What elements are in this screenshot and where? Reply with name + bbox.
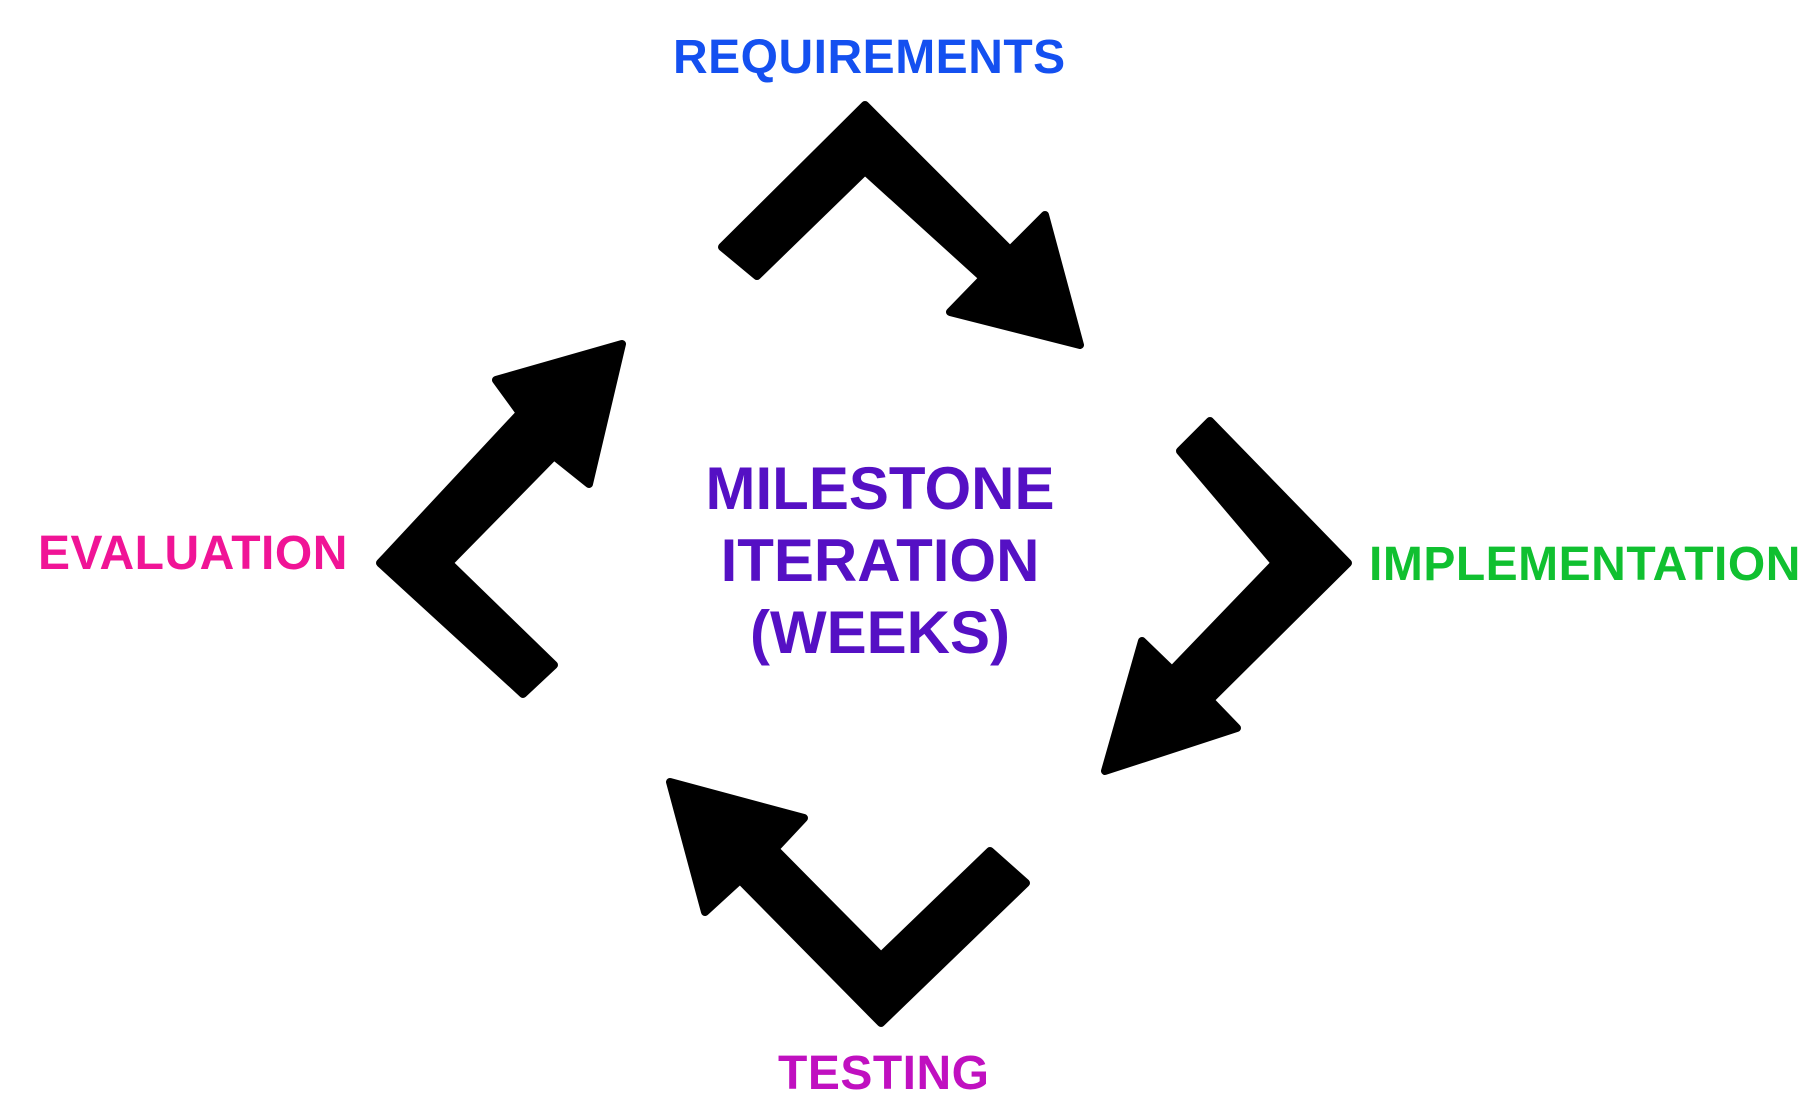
arrow-testing-to-evaluation: [666, 778, 1030, 1027]
stage-label-requirements: REQUIREMENTS: [673, 31, 1066, 84]
arrow-evaluation-to-requirements: [376, 340, 626, 698]
center-title-line-1: MILESTONE: [705, 455, 1055, 522]
arrow-implementation-to-testing: [1101, 417, 1352, 775]
arrow-requirements-to-implementation: [718, 101, 1084, 349]
center-title-line-2: ITERATION: [720, 527, 1040, 594]
stage-label-testing: TESTING: [778, 1047, 990, 1100]
center-title: MILESTONE ITERATION (WEEKS): [630, 453, 1130, 669]
center-title-line-3: (WEEKS): [750, 599, 1010, 666]
stage-label-implementation: IMPLEMENTATION: [1369, 538, 1800, 591]
stage-label-evaluation: EVALUATION: [38, 527, 348, 580]
